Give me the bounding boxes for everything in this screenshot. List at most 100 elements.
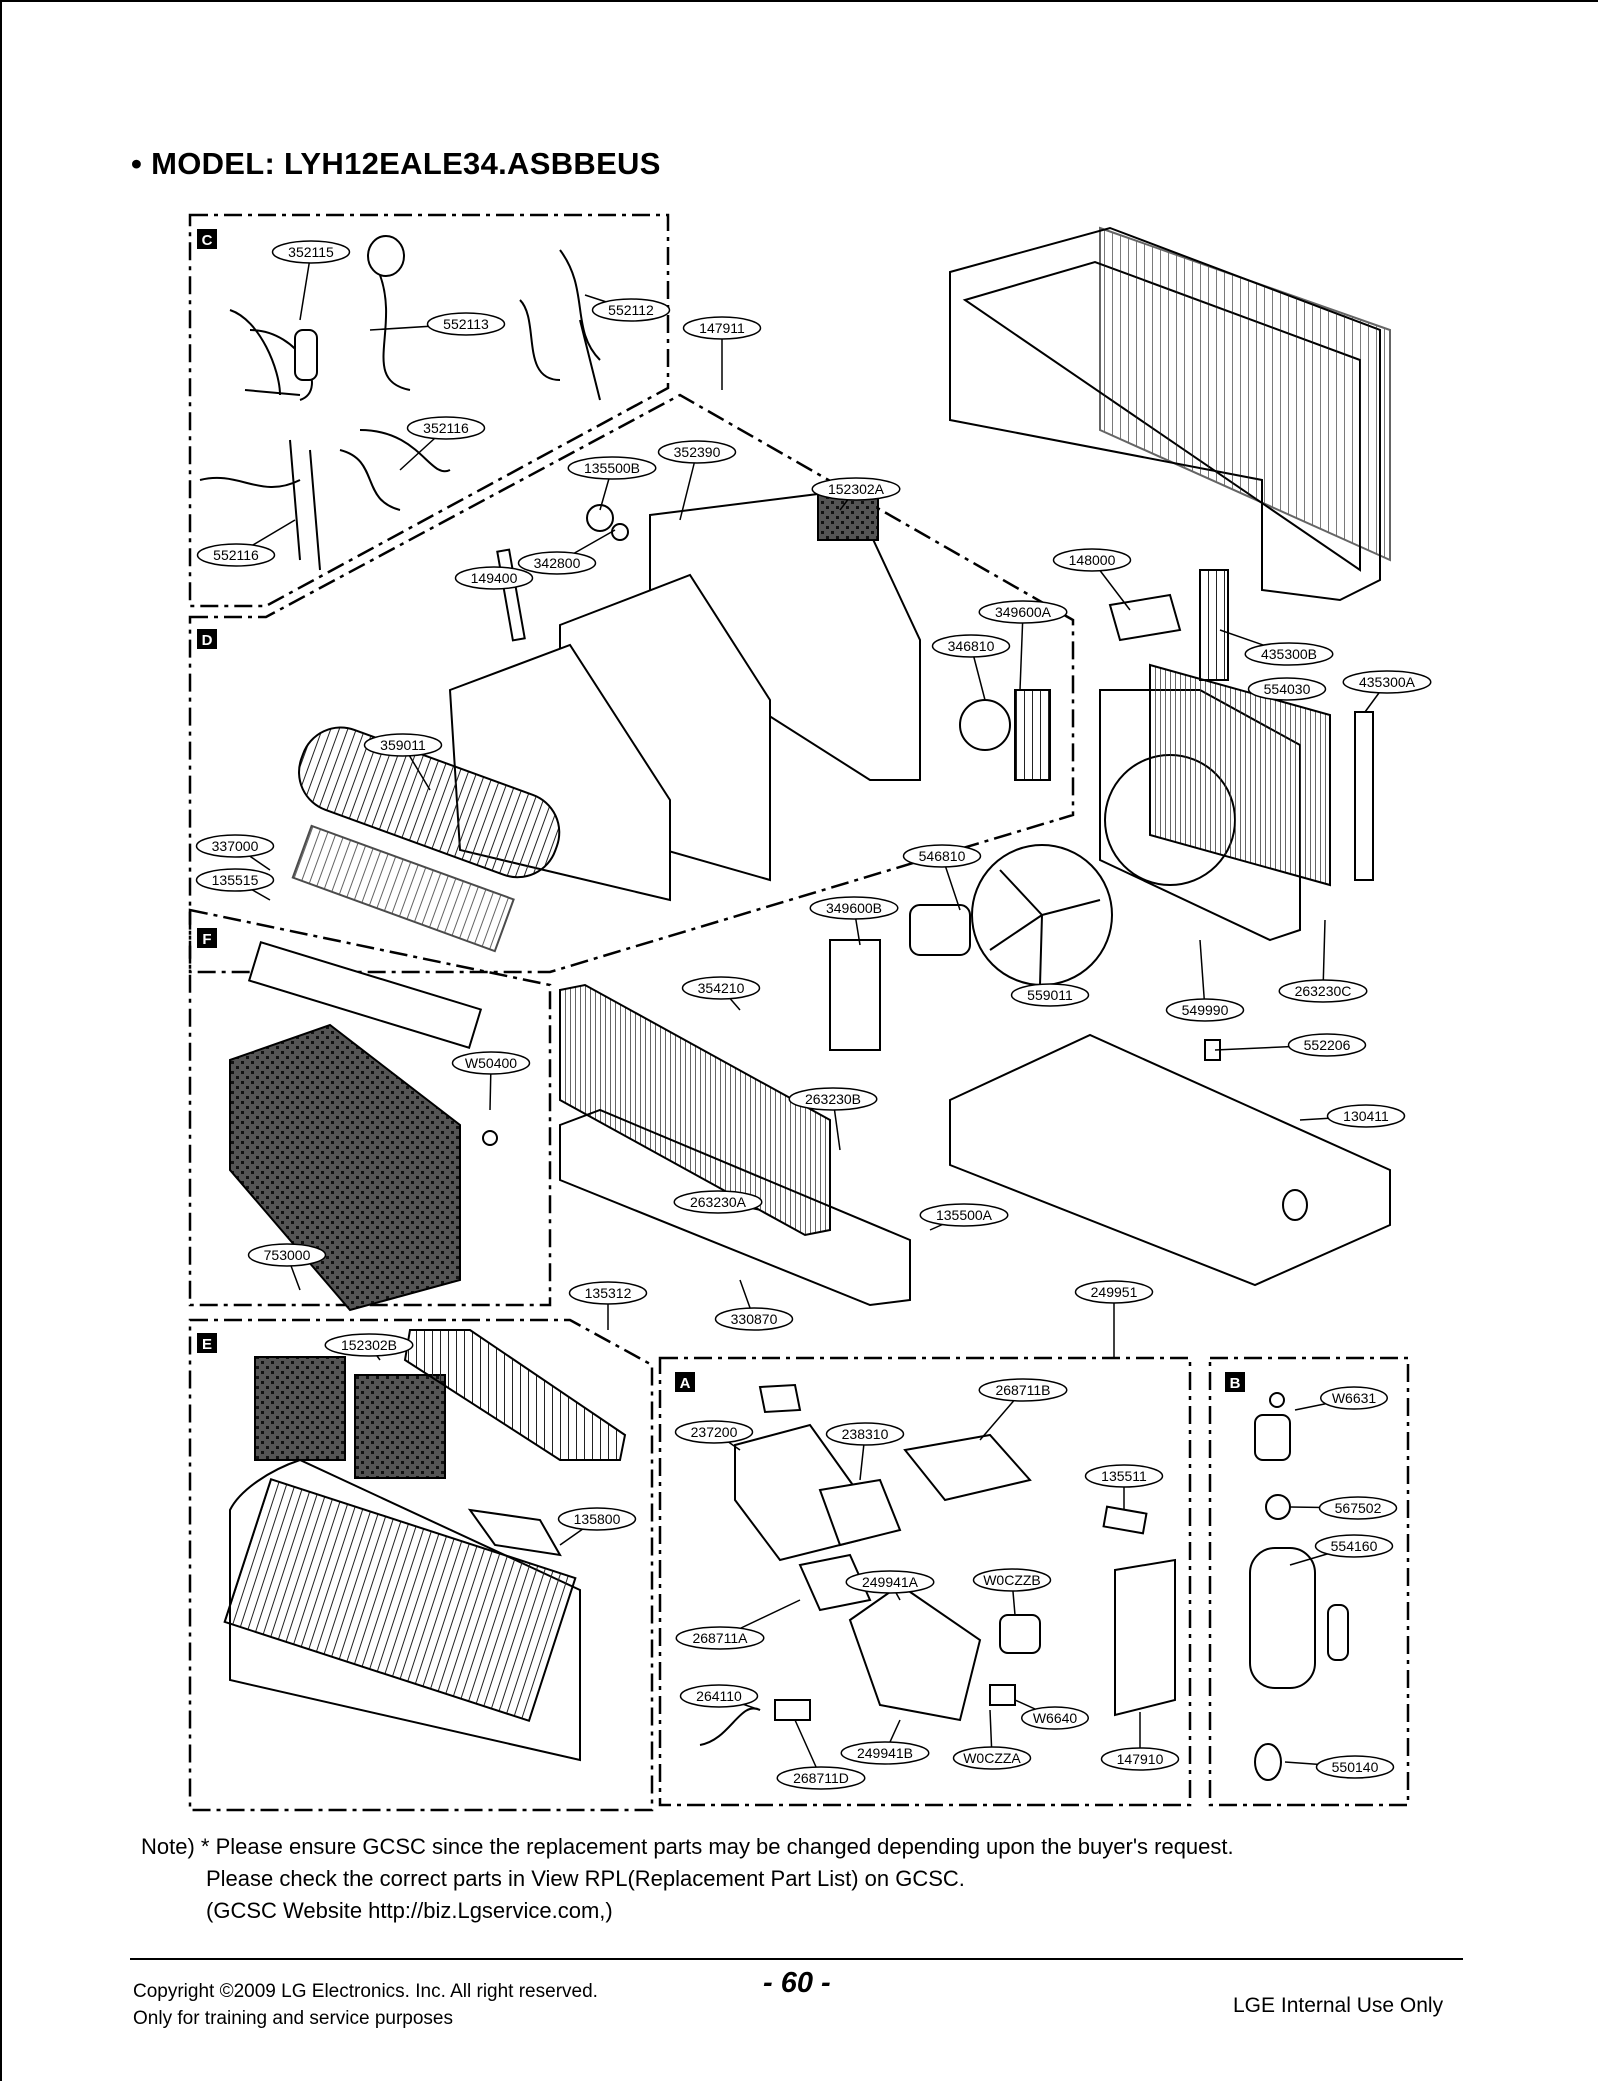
section-tags: C D F E A B [197,229,1245,1392]
leader-349600A [1019,611,1024,691]
bearing-135500b [586,504,614,532]
pipe-c5 [519,299,601,401]
callout-bubble-149400 [454,566,534,590]
part-label-264110: 264110 [696,1688,742,1704]
screw-w50400 [482,1130,498,1146]
tag-c: C [202,232,213,249]
tag-c-box [197,229,217,249]
callout-bubble-249941A [845,1570,935,1594]
callout-bubble-552112 [591,298,671,322]
part-label-135500B: 135500B [584,460,640,476]
callout-bubble-346810 [931,634,1011,658]
callout-bubble-349600B [809,896,899,920]
wheel-guard [291,824,515,953]
part-label-546810: 546810 [919,848,966,864]
note-line-2: Please check the correct parts in View R… [206,1866,965,1891]
part-label-268711B: 268711B [995,1382,1050,1398]
callout-bubble-148000 [1052,548,1132,572]
part-label-249951: 249951 [1091,1284,1138,1300]
callout-bubble-268711A [675,1626,765,1650]
bracket-a-top [758,1383,802,1414]
front-panel-louvers [223,1477,577,1723]
callout-bubble-435300A [1342,670,1432,694]
callout-bubble-135800 [557,1507,637,1531]
part-label-237200: 237200 [691,1424,738,1440]
control-panel-238310 [818,1478,902,1547]
callout-bubble-263230A [673,1190,763,1214]
part-label-352390: 352390 [674,444,721,460]
footer-training: Only for training and service purposes [133,2008,453,2029]
callout-bubble-352116 [406,416,486,440]
part-label-W6631: W6631 [1332,1390,1377,1406]
pipe-c3 [199,439,321,571]
compressor-554160 [1249,1547,1316,1689]
filter-152302b-left [254,1356,346,1461]
part-label-W6640: W6640 [1033,1710,1078,1726]
fitting-567502 [1265,1494,1291,1520]
base-pan-130411 [949,1033,1391,1287]
part-label-435300B: 435300B [1261,646,1317,662]
callout-bubble-268711B [978,1378,1068,1402]
part-label-330870: 330870 [731,1311,778,1327]
callout-bubble-237200 [674,1420,754,1444]
part-label-552112: 552112 [608,302,654,318]
part-label-263230C: 263230C [1295,983,1352,999]
pipe-c4 [339,429,451,511]
tag-e-box [197,1333,217,1353]
part-label-554160: 554160 [1331,1538,1378,1554]
part-label-559011: 559011 [1027,987,1073,1003]
callout-bubble-W6640 [1021,1706,1089,1730]
wire-264110 [699,1707,761,1746]
tag-d: D [202,632,213,649]
frame-f [188,908,552,1307]
part-label-135500A: 135500A [936,1207,993,1223]
callout-bubble-238310 [825,1422,905,1446]
callout-bubble-352390 [657,440,737,464]
callout-bubble-546810 [902,844,982,868]
part-label-552116: 552116 [213,547,259,563]
capacitor-w0czzb [999,1614,1041,1654]
plate-135511 [1102,1505,1148,1535]
frame-c [188,213,670,608]
part-label-550140: 550140 [1332,1759,1379,1775]
part-label-152302A: 152302A [828,481,885,497]
part-label-W0CZZA: W0CZZA [963,1750,1021,1766]
callout-bubble-W50400 [451,1051,531,1075]
accumulator [294,329,318,381]
motor-346810 [959,699,1011,751]
note-line-1: Note) * Please ensure GCSC since the rep… [141,1834,1234,1859]
part-label-147910: 147910 [1117,1751,1164,1767]
part-label-435300A: 435300A [1359,674,1416,690]
part-label-268711D: 268711D [793,1770,849,1786]
callout-bubble-354210 [681,976,761,1000]
part-label-135515: 135515 [212,872,259,888]
tag-f-box [197,928,217,948]
evaporator-354210 [559,983,831,1237]
pcb-268711a [798,1553,872,1612]
tag-b: B [1230,1375,1241,1392]
page-number: - 60 - [763,1967,831,1999]
bracket-148000 [1108,593,1182,642]
callout-bubble-435300B [1244,642,1334,666]
callout-bubble-567502 [1318,1496,1398,1520]
part-label-263230A: 263230A [690,1194,747,1210]
rear-grille [1099,226,1391,562]
base-fitting [1282,1189,1308,1221]
callout-bubble-753000 [247,1243,327,1267]
callout-bubble-147910 [1100,1747,1180,1771]
motor-546810 [909,904,971,956]
blower-wheel [298,726,561,879]
pipe-c2 [379,249,601,391]
callout-bubble-549990 [1165,998,1245,1022]
part-label-354210: 354210 [698,980,745,996]
part-drawings [199,226,1391,1781]
top-cover-w50400 [247,941,483,1049]
part-callouts: 352115552113552112147911352116135500B352… [195,240,1432,1790]
callout-bubble-550140 [1315,1755,1395,1779]
part-label-349600A: 349600A [995,604,1052,620]
part-label-238310: 238310 [842,1426,889,1442]
tag-a: A [680,1375,691,1392]
callout-bubble-135500A [919,1203,1009,1227]
tag-e: E [202,1336,212,1353]
